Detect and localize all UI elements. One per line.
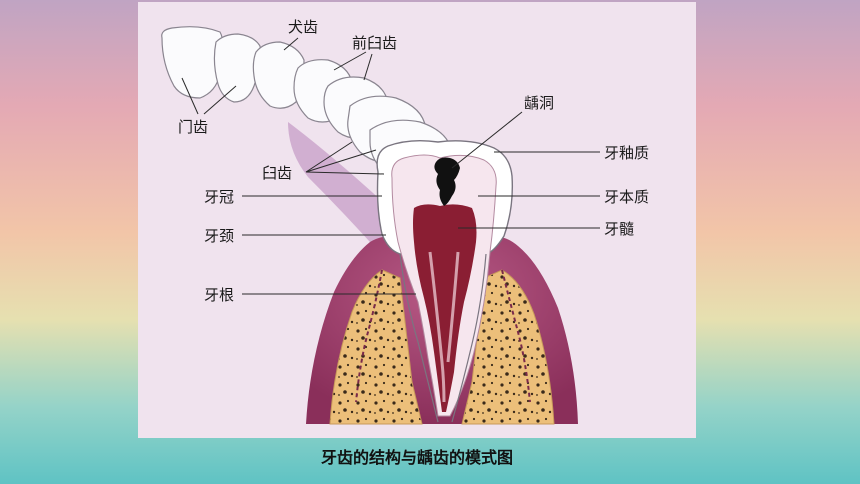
periodontal-membrane: [355, 269, 531, 403]
leader-caries: [451, 111, 523, 169]
leader-lines: [181, 37, 600, 295]
label-canine: 犬齿: [288, 18, 318, 36]
diagram-panel: 犬齿 前臼齿 龋洞 门齿 臼齿 牙釉质 牙冠 牙本质 牙颈 牙髓 牙根: [138, 2, 696, 438]
pulp-cavity: [413, 204, 477, 412]
leader-canine: [283, 37, 299, 51]
figure-caption: 牙齿的结构与龋齿的模式图: [320, 448, 513, 467]
label-molar: 臼齿: [262, 164, 292, 182]
jaw-bone-right: [461, 269, 555, 425]
leader-molar-c: [305, 171, 385, 175]
label-root: 牙根: [204, 286, 234, 304]
canine-tooth: [252, 41, 305, 109]
leader-incisor-a: [181, 77, 199, 115]
incisor-2: [213, 33, 261, 103]
leader-molar-b: [305, 149, 377, 173]
pulp-canal: [428, 251, 460, 403]
label-enamel: 牙釉质: [604, 144, 649, 162]
root-outline: [399, 253, 487, 423]
leader-incisor-b: [203, 85, 237, 115]
leader-premolar-a: [333, 51, 367, 71]
leader-molar-a: [305, 141, 353, 173]
caries-cavity: [434, 157, 460, 206]
leader-premolar-b: [363, 53, 373, 81]
tooth-structure-diagram: 犬齿 前臼齿 龋洞 门齿 臼齿 牙釉质 牙冠 牙本质 牙颈 牙髓 牙根: [161, 18, 649, 425]
label-premolar: 前臼齿: [352, 34, 397, 52]
label-incisor: 门齿: [178, 118, 208, 136]
label-pulp: 牙髓: [604, 220, 634, 238]
label-crown: 牙冠: [204, 188, 234, 206]
label-caries: 龋洞: [524, 94, 554, 112]
incisor-1: [161, 26, 224, 99]
gum-shadow: [288, 122, 388, 262]
label-neck: 牙颈: [204, 227, 234, 245]
label-dentin: 牙本质: [604, 188, 649, 206]
